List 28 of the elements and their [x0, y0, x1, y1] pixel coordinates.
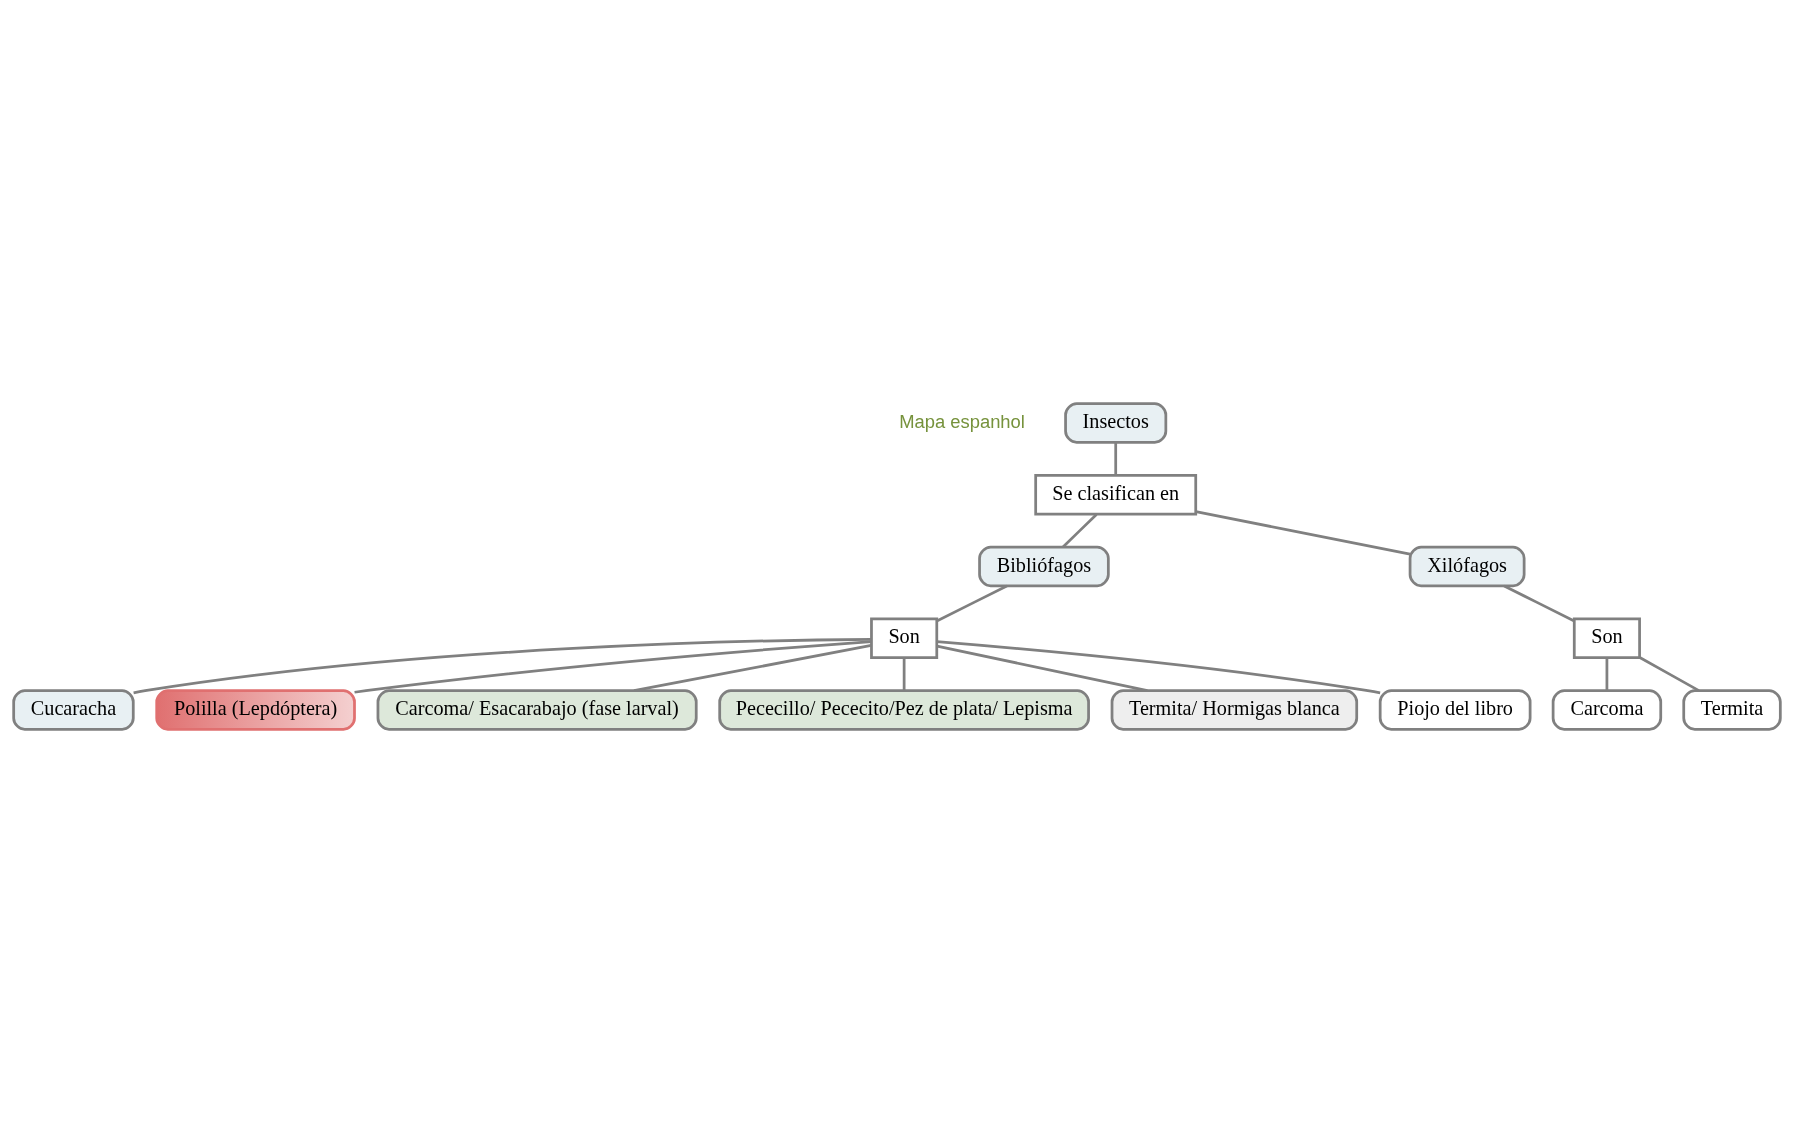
node-box: Termita/ Hormigas blanca [1110, 689, 1359, 731]
node-box: Polilla (Lepdóptera) [155, 689, 356, 731]
node-box: Termita [1682, 689, 1782, 731]
node-box: Carcoma [1551, 689, 1663, 731]
connector [1195, 510, 1411, 556]
connector [936, 640, 1381, 695]
node-box: Son [870, 617, 939, 659]
node-box: Insectos [1064, 402, 1168, 444]
connector [936, 584, 1008, 623]
connector [133, 637, 872, 695]
node-box: Piojo del libro [1378, 689, 1532, 731]
node-box: Cucaracha [12, 689, 135, 731]
connector [1503, 584, 1575, 623]
connector [633, 644, 872, 692]
connector [1605, 657, 1609, 691]
label: Mapa espanhol [899, 410, 1025, 432]
node-box: Son [1572, 617, 1641, 659]
node-box: Bibliófagos [978, 545, 1110, 588]
node-box: Se clasifican en [1034, 474, 1198, 516]
connector [902, 657, 906, 691]
node-box: Pececillo/ Pececito/Pez de plata/ Lepisma [718, 689, 1090, 731]
node-box: Carcoma/ Esacarabajo (fase larval) [376, 689, 698, 731]
connector [354, 640, 872, 694]
connector [936, 644, 1148, 693]
connector [1639, 656, 1700, 692]
connector [1114, 442, 1118, 476]
connector [1062, 513, 1098, 549]
node-box: Xilófagos [1408, 545, 1526, 588]
